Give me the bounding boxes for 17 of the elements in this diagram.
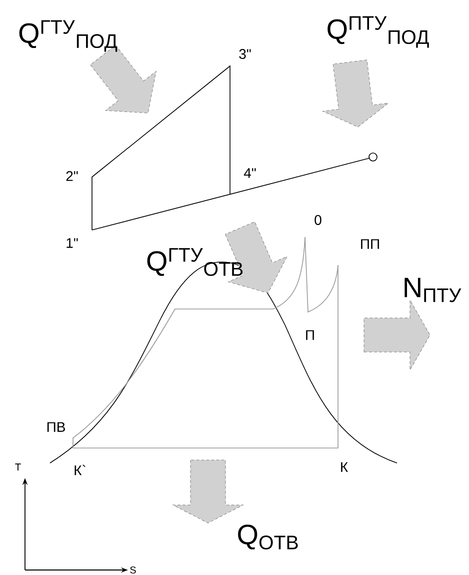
- point-label: К`: [74, 464, 86, 476]
- point-label: П: [306, 330, 314, 340]
- heat-label: Q$^{ПТУ}$ПОД: [328, 16, 429, 48]
- heat-label: Q$^{ГТУ}$ПОД: [19, 20, 118, 52]
- point-label: 2": [66, 171, 78, 181]
- point-label: К: [341, 462, 348, 472]
- point-label: ПП: [361, 239, 379, 249]
- axis-label: T: [15, 464, 21, 470]
- point-label: 1": [66, 238, 78, 248]
- heat-label: N$_{ПТУ}$: [404, 278, 462, 302]
- heat-label: Q$^{ГТУ}$ОТВ: [147, 248, 243, 276]
- point-label: ПВ: [47, 422, 65, 432]
- point-label: 0: [314, 215, 322, 225]
- axis-label: S: [130, 566, 136, 574]
- point-label: 4": [244, 168, 256, 178]
- heat-label: Q$_{ОТВ}$: [238, 524, 298, 550]
- point-label: 3": [239, 49, 251, 59]
